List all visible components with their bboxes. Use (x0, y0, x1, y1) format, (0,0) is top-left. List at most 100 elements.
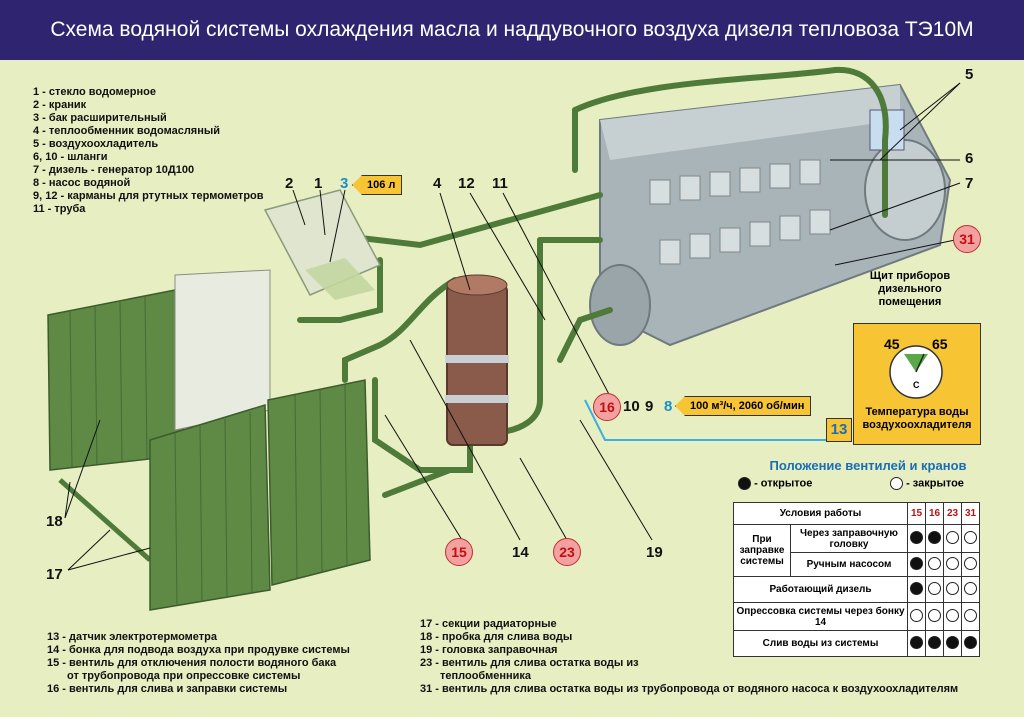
valve-state-icon (910, 581, 923, 595)
temperature-gauge-icon (889, 345, 943, 399)
valve-31-marker: 31 (953, 225, 981, 253)
header-col: 31 (961, 502, 980, 525)
valve-state-icon (910, 635, 923, 649)
label-17: 17 (46, 566, 63, 583)
valve-state-icon (946, 608, 959, 622)
valve-state-icon (964, 608, 977, 622)
valve-state-icon (964, 581, 977, 595)
legend-item: 15 - вентиль для отключения полости водя… (47, 657, 337, 669)
valve-state-icon (928, 608, 941, 622)
valve-16-marker: 16 (593, 393, 621, 421)
table-row: Опрессовка системы через бонку 14 (733, 602, 980, 631)
gauge-unit: С (913, 380, 920, 390)
valve-state-icon (946, 635, 959, 649)
legend-item: 3 - бак расширительный (33, 112, 167, 124)
legend-item: 9, 12 - карманы для ртутных термометров (33, 190, 264, 202)
diagram-title: Схема водяной системы охлаждения масла и… (50, 18, 974, 41)
legend-top: 1 - стекло водомерное 2 - краник 3 - бак… (33, 86, 264, 216)
legend-item: 7 - дизель - генератор 10Д100 (33, 164, 195, 176)
valve-15-marker: 15 (445, 538, 473, 566)
legend-item: 1 - стекло водомерное (33, 86, 156, 98)
open-legend-label: - открытое (754, 477, 813, 490)
table-row: При заправке системы Через заправочную г… (733, 524, 980, 577)
valve-state-icon (928, 581, 941, 595)
radiator-front (149, 379, 371, 611)
row-label: Через заправочную головку (790, 524, 908, 553)
valve-table: Условия работы 15 16 23 31 При заправке … (733, 502, 980, 657)
row-label: Опрессовка системы через бонку 14 (733, 602, 908, 631)
table-row: Слив воды из системы (733, 630, 980, 657)
valve-state-icon (910, 530, 923, 544)
header-col: 15 (907, 502, 926, 525)
heat-exchanger (445, 274, 509, 446)
open-dot-icon (738, 477, 751, 490)
legend-item: 16 - вентиль для слива и заправки систем… (47, 683, 288, 695)
pipes (297, 66, 889, 498)
legend-item: 6, 10 - шланги (33, 151, 108, 163)
fill-group-label: При заправке системы (733, 524, 791, 577)
legend-item: 2 - краник (33, 99, 87, 111)
panel-heading: Щит приборов дизельного помещения (869, 270, 951, 308)
gauge-max: 65 (932, 336, 948, 352)
label-6: 6 (965, 150, 974, 167)
row-label: Ручным насосом (790, 552, 908, 577)
legend-bottom-left: 13 - датчик электротермометра 14 - бонка… (47, 631, 350, 696)
panel-caption: Температура воды воздухоохладителя (862, 406, 972, 431)
legend-item: 5 - воздухоохладитель (33, 138, 159, 150)
legend-item: 14 - бонка для подвода воздуха при проду… (47, 644, 350, 656)
legend-bottom-right: 17 - секции радиаторные 18 - пробка для … (420, 618, 958, 696)
label-10: 10 (623, 398, 640, 415)
closed-dot-icon (890, 477, 903, 490)
header-col: 23 (943, 502, 962, 525)
table-row: Работающий дизель (733, 576, 980, 603)
closed-legend: - закрытое (890, 477, 964, 490)
diesel-generator (589, 83, 952, 347)
valve-state-icon (946, 530, 959, 544)
expansion-tank (263, 189, 382, 300)
legend-item: 4 - теплообменник водомасляный (33, 125, 221, 137)
legend-item: 23 - вентиль для слива остатка воды из (420, 657, 639, 669)
valve-state-icon (964, 556, 977, 570)
label-7: 7 (965, 175, 974, 192)
valves-title: Положение вентилей и кранов (769, 458, 967, 473)
radiator-rear (47, 269, 271, 471)
label-1: 1 (314, 175, 323, 192)
open-legend: - открытое (738, 477, 812, 490)
label-12: 12 (458, 175, 475, 192)
legend-item: 11 - труба (33, 203, 86, 215)
pump-capacity-tag: 100 м³/ч, 2060 об/мин (675, 396, 812, 416)
legend-item: 19 - головка заправочная (420, 644, 558, 656)
legend-item: 13 - датчик электротермометра (47, 631, 218, 643)
closed-legend-label: - закрытое (906, 477, 964, 490)
sensor-number: 13 (826, 418, 852, 442)
legend-item: 31 - вентиль для слива остатка воды из т… (420, 683, 959, 695)
row-label: Работающий дизель (733, 576, 908, 603)
valve-state-icon (910, 556, 923, 570)
valve-state-icon (910, 608, 923, 622)
header-col: 16 (925, 502, 944, 525)
title-bar (0, 0, 1024, 60)
valve-state-icon (928, 556, 941, 570)
label-5: 5 (965, 66, 974, 83)
valve-state-icon (964, 530, 977, 544)
gauge-min: 45 (884, 336, 900, 352)
label-4: 4 (433, 175, 442, 192)
label-11: 11 (492, 175, 508, 192)
legend-item: теплообменника (440, 670, 532, 682)
row-label: Слив воды из системы (733, 630, 908, 657)
sensor-wire (584, 399, 830, 441)
leader-lines (64, 82, 961, 571)
valve-state-icon (928, 530, 941, 544)
instrument-panel: 45 65 С Температура воды воздухоохладите… (853, 323, 981, 445)
label-19: 19 (646, 544, 663, 561)
legend-item: 8 - насос водяной (33, 177, 131, 189)
valve-state-icon (964, 635, 977, 649)
legend-item: 18 - пробка для слива воды (420, 631, 573, 643)
label-18: 18 (46, 513, 63, 530)
label-9: 9 (645, 398, 654, 415)
valve-23-marker: 23 (553, 538, 581, 566)
valve-state-icon (946, 556, 959, 570)
tank-volume-tag: 106 л (352, 175, 403, 195)
valve-state-icon (928, 635, 941, 649)
